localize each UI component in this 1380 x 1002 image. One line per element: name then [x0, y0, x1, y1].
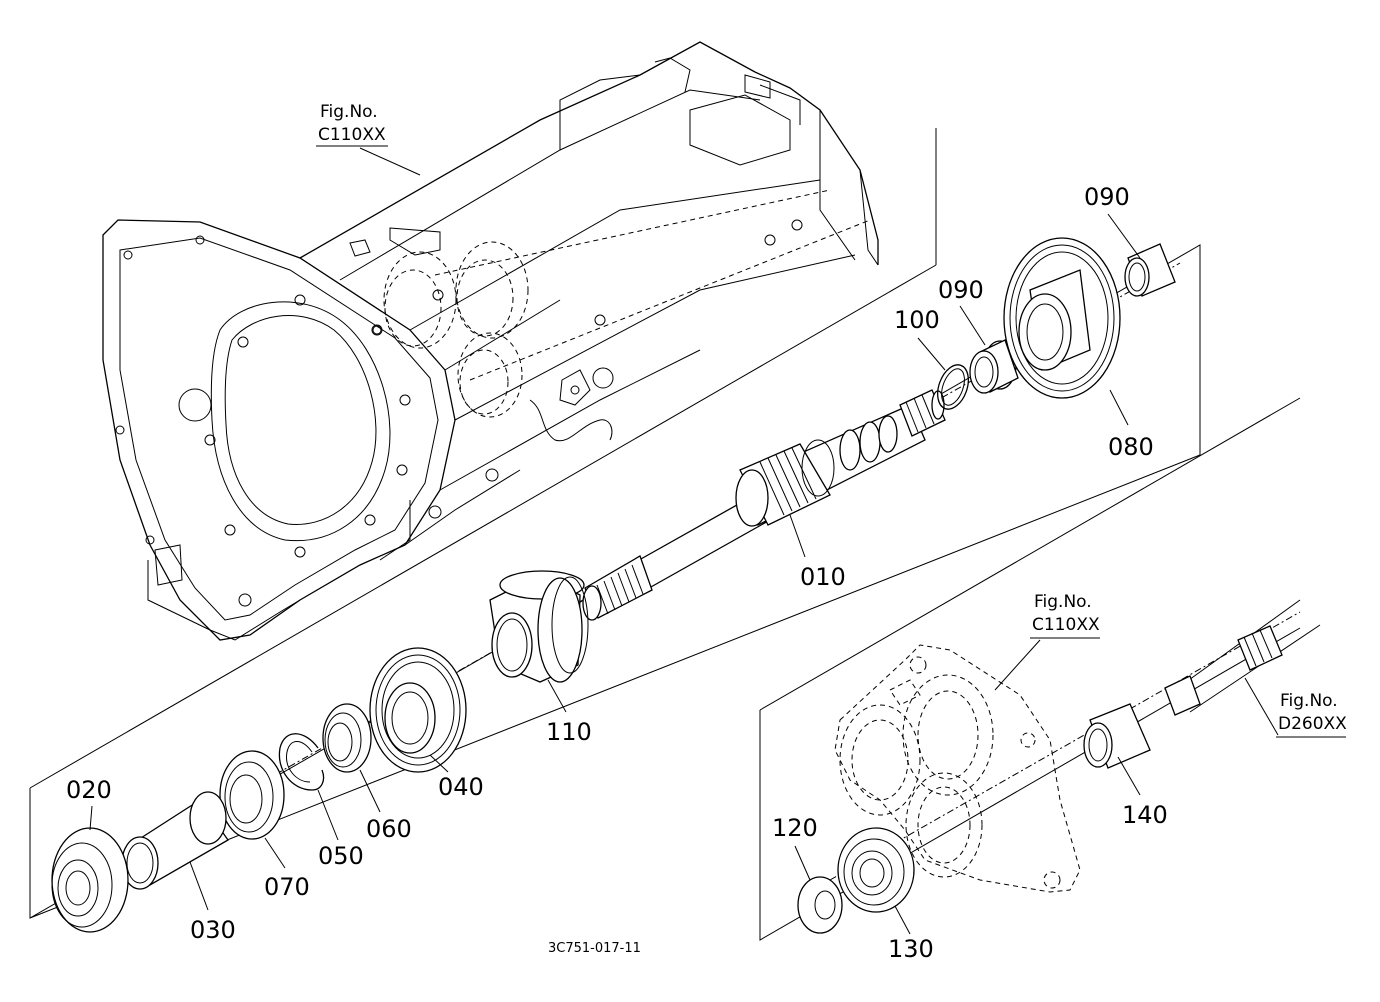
pto-shaft — [1164, 599, 1321, 716]
fig-ref-right-line2: C110XX — [1032, 615, 1100, 635]
snap-ring-100 — [937, 364, 969, 410]
gear-040 — [369, 647, 467, 773]
gear-080 — [1003, 237, 1121, 399]
bearing-130 — [837, 827, 915, 913]
bearing-070 — [219, 750, 285, 840]
part-label-060: 060 — [366, 815, 412, 843]
part-label-080: 080 — [1108, 433, 1154, 461]
part-label-100: 100 — [894, 306, 940, 334]
drawing-code: 3C751-017-11 — [548, 941, 641, 956]
part-label-050: 050 — [318, 842, 364, 870]
needle-bearing-140 — [1083, 703, 1151, 769]
transmission-case — [102, 41, 879, 641]
part-label-110: 110 — [546, 718, 592, 746]
fig-ref-top-line2: C110XX — [318, 125, 386, 145]
main-shaft-010 — [582, 389, 946, 621]
needle-bearing-090-outer — [1124, 243, 1176, 297]
bearing-housing-110 — [489, 570, 589, 683]
part-label-090-inner: 090 — [938, 276, 984, 304]
sleeve-030 — [121, 791, 229, 890]
fig-ref-right-line1: Fig.No. — [1034, 592, 1092, 612]
lower-cover-housing — [834, 644, 1081, 893]
leader-lines — [89, 145, 1346, 935]
part-label-020: 020 — [66, 776, 112, 804]
part-label-130: 130 — [888, 935, 934, 963]
part-label-040: 040 — [438, 773, 484, 801]
upper-frame — [29, 128, 1201, 919]
part-label-120: 120 — [772, 814, 818, 842]
part-label-090-outer: 090 — [1084, 183, 1130, 211]
bearing-060 — [322, 703, 372, 773]
shim-120 — [797, 876, 843, 934]
snap-ring-050 — [278, 733, 325, 791]
fig-ref-top-line1: Fig.No. — [320, 102, 378, 122]
part-label-070: 070 — [264, 873, 310, 901]
fig-ref-shaft-line1: Fig.No. — [1280, 691, 1338, 711]
bearing-020 — [51, 827, 129, 933]
part-label-030: 030 — [190, 916, 236, 944]
part-label-140: 140 — [1122, 801, 1168, 829]
fig-ref-shaft-line2: D260XX — [1278, 714, 1347, 734]
part-label-010: 010 — [800, 563, 846, 591]
needle-bearing-090-inner — [969, 339, 1019, 394]
